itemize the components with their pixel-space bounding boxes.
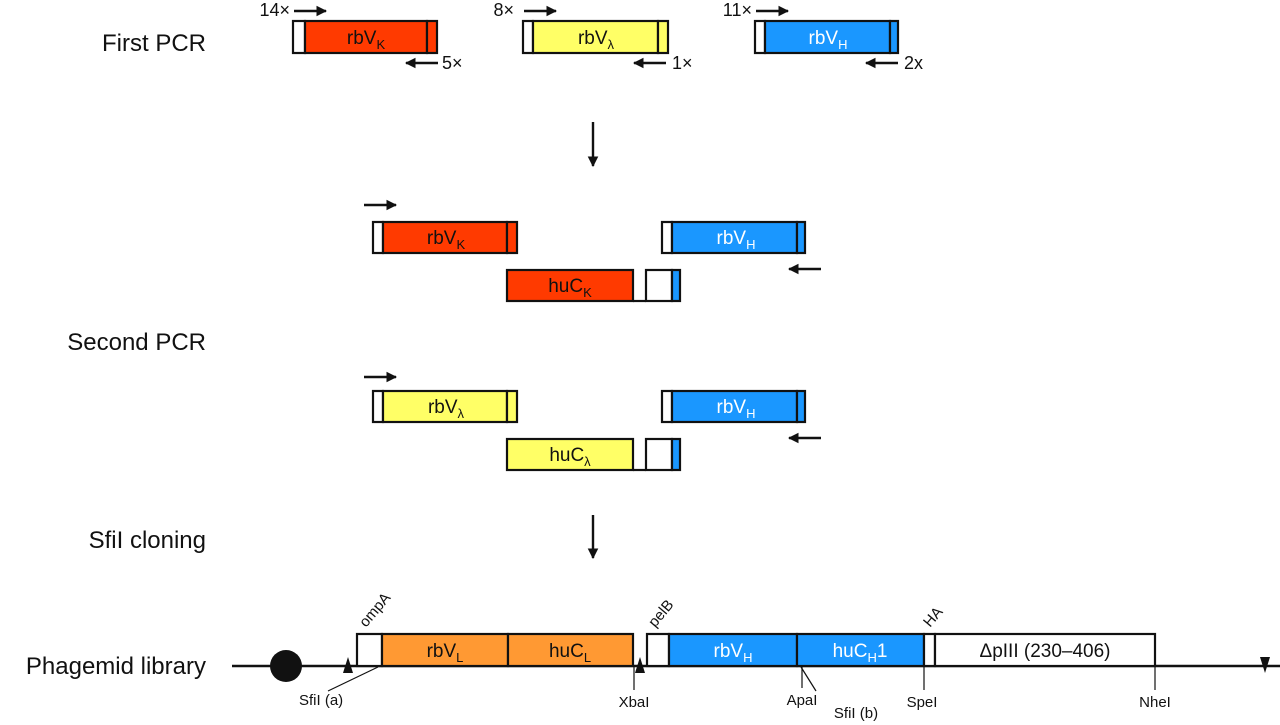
- vh-region: [670, 220, 799, 255]
- j-region: [425, 19, 439, 55]
- terminator-marker-icon: [1260, 657, 1270, 673]
- xba-marker-icon: [635, 657, 645, 673]
- forward-primer-count: 14×: [259, 0, 290, 20]
- forward-primer-count: 11×: [723, 0, 752, 20]
- reverse-primer-count: 2x: [904, 53, 923, 73]
- j-region: [656, 19, 670, 55]
- ck-region: [505, 268, 635, 303]
- fragment-label: huCK: [548, 276, 592, 300]
- fragment-rbvh-second-lambda: rbVH: [660, 389, 807, 424]
- pelb-label: pelB: [645, 597, 677, 631]
- huch1-segment: [795, 632, 926, 668]
- segment-label: huCL: [549, 641, 591, 665]
- vk-region: [303, 19, 429, 55]
- step-label-phagemid: Phagemid library: [26, 653, 206, 680]
- sfi-a-leader-line: [327, 666, 379, 692]
- pelb-leader: [645, 632, 671, 668]
- step-label-sfi-cloning: SfiI cloning: [89, 527, 206, 554]
- leader-block: [660, 220, 674, 255]
- vh-overlap: [670, 268, 682, 303]
- step-label-first-pcr: First PCR: [102, 30, 206, 57]
- site-nhe: NheI: [1139, 694, 1171, 711]
- fragment-huck-linker: huCK: [505, 268, 682, 303]
- fragment-hucl-linker: huCλ: [505, 437, 682, 472]
- fragment-label: rbVH: [717, 397, 756, 421]
- j-region: [505, 220, 519, 255]
- fragment-label: rbVH: [809, 28, 848, 52]
- j-region: [505, 389, 519, 424]
- fragment-rbvh-first: rbVH: [753, 19, 900, 55]
- reverse-primer-count: 1×: [672, 53, 693, 73]
- reverse-primer-count: 5×: [442, 53, 463, 73]
- segment-label: rbVL: [427, 641, 464, 665]
- j-region: [795, 220, 807, 255]
- sfi-a-marker-icon: [343, 657, 353, 673]
- segment-label: rbVH: [714, 641, 753, 665]
- site-sfi-b: SfiI (b): [834, 705, 878, 722]
- fragment-rbvlambda-second: rbVλ: [371, 389, 519, 424]
- fragment-label: rbVH: [717, 228, 756, 252]
- vl-region: [381, 389, 509, 424]
- leader-block: [371, 220, 385, 255]
- leader-block: [660, 389, 674, 424]
- fragment-rbvk-first: rbVK: [291, 19, 439, 55]
- fragment-label: rbVK: [347, 28, 386, 52]
- j-region: [795, 389, 807, 424]
- site-xba: XbaI: [619, 694, 650, 711]
- site-apa: ApaI: [787, 692, 818, 709]
- j-region: [888, 19, 900, 55]
- segment-label: ΔpIII (230–406): [980, 641, 1111, 662]
- ompa-label: ompA: [356, 590, 394, 631]
- linker-block: [644, 437, 674, 472]
- fragment-label: rbVλ: [428, 397, 465, 421]
- ha-label: HA: [920, 604, 946, 631]
- leader-block: [371, 389, 385, 424]
- fragment-rbvk-second: rbVK: [371, 220, 519, 255]
- fragment-rbvh-second: rbVH: [660, 220, 807, 255]
- ompa-leader: [355, 632, 384, 668]
- fragment-label: huCλ: [549, 445, 591, 469]
- leader-block: [753, 19, 767, 55]
- hucl-segment: [506, 632, 635, 668]
- site-spe: SpeI: [907, 694, 938, 711]
- fragment-label: rbVλ: [578, 28, 615, 52]
- phagemid-insert: rbVL huCL rbVH huCH1 ΔpIII (230–406): [355, 632, 1157, 668]
- leader-block: [291, 19, 307, 55]
- promoter-icon: [270, 650, 302, 682]
- vh-overlap: [670, 437, 682, 472]
- linker-block: [644, 268, 674, 303]
- vl-region: [531, 19, 660, 55]
- ha-tag: [922, 632, 937, 668]
- site-sfi-a: SfiI (a): [299, 692, 343, 709]
- piii-segment: [933, 632, 1157, 668]
- segment-label: huCH1: [833, 641, 888, 665]
- leader-block: [521, 19, 535, 55]
- cl-region: [505, 437, 635, 472]
- rbvh-segment: [667, 632, 799, 668]
- fragment-rbvl-first: rbVλ: [521, 19, 670, 55]
- fragment-label: rbVK: [427, 228, 466, 252]
- rbvl-segment: [380, 632, 510, 668]
- vh-region: [670, 389, 799, 424]
- step-label-second-pcr: Second PCR: [67, 329, 206, 356]
- sfi-b-leader-line: [800, 666, 817, 692]
- forward-primer-count: 8×: [493, 0, 514, 20]
